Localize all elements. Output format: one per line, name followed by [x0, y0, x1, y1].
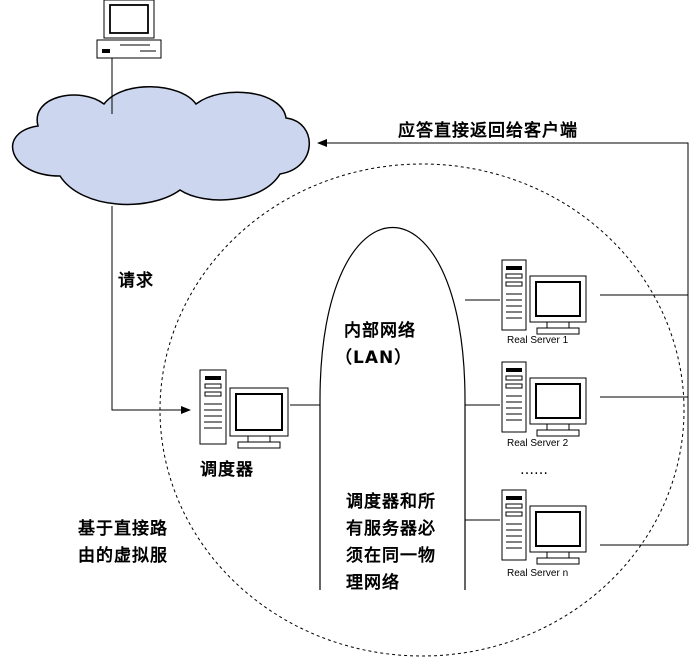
lan-boundary — [319, 227, 466, 590]
request-arrow — [111, 206, 191, 414]
requirement-line-3: 须在同一物 — [346, 546, 436, 566]
server-label: Real Server 2 — [507, 438, 569, 449]
scheduler-label: 调度器 — [200, 460, 254, 480]
ellipsis-label: …… — [520, 462, 548, 478]
requirement-line-4: 理网络 — [346, 573, 400, 593]
response-arrow — [317, 139, 689, 545]
server-label: Real Server 1 — [507, 335, 569, 346]
response-label: 应答直接返回给客户端 — [398, 121, 578, 141]
virtual-server-boundary — [159, 163, 685, 657]
server-computer-icon — [501, 259, 587, 335]
server-computer-icon — [501, 489, 587, 565]
requirement-line-2: 有服务器必 — [346, 519, 436, 539]
internal-network-lan-label: （LAN） — [335, 348, 413, 368]
request-label: 请求 — [118, 271, 154, 291]
dr-caption-line-2: 由的虚拟服 — [78, 546, 168, 566]
internal-network-label: 内部网络 — [344, 321, 416, 341]
server-label: Real Server n — [507, 568, 569, 579]
requirement-line-1: 调度器和所 — [346, 492, 436, 512]
cloud-icon — [11, 86, 310, 206]
server-computer-icon — [501, 361, 587, 437]
scheduler-computer-icon — [199, 369, 289, 449]
dr-caption-line-1: 基于直接路 — [78, 519, 168, 539]
client-computer-icon — [96, 0, 162, 59]
